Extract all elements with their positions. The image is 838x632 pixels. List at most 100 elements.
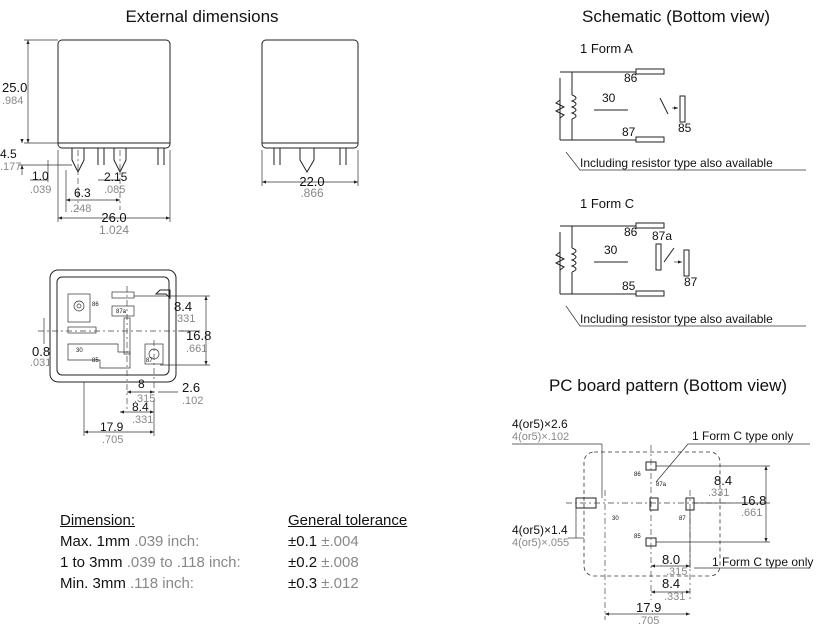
pcb-dim-4-in: .331 [664,591,685,603]
pcb-dim-2-in: .661 [741,507,762,519]
dim-height-in: .984 [2,95,23,107]
tolerance-header-dimension: Dimension: [60,512,136,529]
tolerance-row-inch: .039 to .118 inch: [126,554,241,571]
bottom-dim-6-in: .331 [132,414,153,426]
pcb-dim-3-mm: 8.0 [662,552,680,567]
relay-bottom-view: 86 87a 30 85 87 [38,269,190,410]
form-c-pin-86: 86 [624,225,638,239]
dim-length-mm: 26.0 [101,210,126,225]
form-a-pin-30: 30 [602,91,616,105]
pcb-note-c2: 1 Form C type only [712,555,813,569]
form-a-pin-85: 87 [622,125,636,139]
title-schematic: Schematic (Bottom view) [582,7,770,26]
dim-pitch-2-in: .085 [104,184,125,196]
form-c-pin-87: 87 [684,275,698,289]
pcb-dim-5-in: .705 [638,615,659,627]
relay-front-view [57,39,171,210]
bottom-dim-7-in: .705 [102,434,123,446]
bottom-dim-3-in: .031 [30,357,51,369]
tolerance-row-inch: .039 inch: [134,533,200,550]
bottom-dim-3-mm: 0.8 [32,344,50,359]
bottom-pin-30: 30 [76,348,83,354]
bottom-dim-6-mm: 8.4 [132,400,149,414]
bottom-dim-5-mm: 2.6 [182,380,200,395]
tolerance-row: 1 to 3mm .039 to .118 inch: ±0.2 ±.008 [60,552,407,573]
form-a-pin-87: 85 [678,121,692,135]
pcb-note-c1: 1 Form C type only [692,429,793,443]
title-pcb: PC board pattern (Bottom view) [549,376,787,395]
pcb-pin-30: 30 [612,516,619,522]
pcb-hole1-in: 4(or5)×.102 [512,431,569,443]
tolerance-row-mm: Min. 3mm [60,575,126,592]
bottom-dim-1-mm: 8.4 [174,299,192,314]
dim-pin-width: 1.0 .039 [30,160,51,196]
bottom-dim-5-in: .102 [182,395,203,407]
title-external: External dimensions [125,7,278,26]
dim-pitch-1-in: .248 [70,203,91,215]
pcb-hole2-mm: 4(or5)×1.4 [512,523,568,537]
pcb-dim-4-mm: 8.4 [662,576,680,591]
form-c-pin-87a: 87a [652,229,672,243]
schematic-form-c: 1 Form C 86 85 30 87a 87 Including resis… [554,196,806,327]
tolerance-row-tol-in: ±.004 [321,533,359,550]
tolerance-row-mm: Max. 1mm [60,533,131,550]
pcb-dim-1-in: .331 [708,487,729,499]
bottom-dim-4-in: .315 [134,393,155,405]
pcb-dim-2-mm: 16.8 [741,493,766,508]
dim-width-in: .866 [300,186,324,200]
pcb-pin-85: 85 [634,534,641,540]
form-c-pin-85: 85 [622,279,636,293]
bottom-dim-annotations: 8.4 .331 16.8 .661 0.8 .031 8 .315 2.6 .… [30,295,211,446]
bottom-dim-1-in: .331 [174,313,195,325]
dim-length: 26.0 1.024 [57,150,171,237]
dim-pitch-1: 6.3 .248 [65,170,120,215]
dim-pitch-2: 2.15 .085 [98,170,128,196]
pcb-pattern: 86 87a 30 87 85 [566,445,730,620]
form-a-pin-86: 86 [624,71,638,85]
form-c-note: Including resistor type also available [580,312,773,326]
dim-length-in: 1.024 [99,223,129,237]
bottom-pin-86: 86 [92,302,99,308]
form-c-label: 1 Form C [580,196,634,211]
bottom-dim-7-mm: 17.9 [100,420,124,434]
tolerance-row-tol: ±0.3 [288,575,318,592]
bottom-pin-85: 85 [92,358,99,364]
bottom-dim-4-mm: 8 [138,377,145,391]
pcb-dim-annotations: 4(or5)×2.6 4(or5)×.102 1 Form C type onl… [512,417,813,627]
tolerance-row: Max. 1mm .039 inch: ±0.1 ±.004 [60,531,407,552]
tolerance-row-mm: 1 to 3mm [60,554,123,571]
dim-pitch-1-mm: 6.3 [74,186,91,200]
dim-pin-width-mm: 1.0 [32,169,49,183]
tolerance-row-inch: .118 inch: [130,575,194,592]
dim-pin-length-in: .177 [0,161,21,173]
pcb-dim-1-mm: 8.4 [714,473,732,488]
pcb-hole1-mm: 4(or5)×2.6 [512,417,568,431]
tolerance-row-tol: ±0.1 [288,533,318,550]
form-c-pin-30: 30 [604,243,618,257]
tolerance-row-tol-in: ±.008 [321,554,359,571]
pcb-dim-3-in: .315 [666,566,687,578]
tolerance-table: Dimension: General tolerance Max. 1mm .03… [60,510,407,594]
dim-width-mm: 22.0 [299,174,324,189]
dim-height: 25.0 .984 [2,39,58,144]
tolerance-header-tolerance: General tolerance [288,512,408,529]
form-a-note: Including resistor type also available [580,156,773,170]
dim-width: 22.0 .866 [261,150,359,200]
tolerance-row-tol: ±0.2 [288,554,318,571]
dim-pin-width-in: .039 [30,184,51,196]
pcb-pin-86: 86 [634,472,641,478]
tolerance-row: Min. 3mm .118 inch: ±0.3 ±.012 [60,573,407,594]
tolerance-row-tol-in: ±.012 [321,575,359,592]
pcb-hole2-in: 4(or5)×.055 [512,537,569,549]
bottom-pin-87: 87 [146,358,153,364]
dim-height-mm: 25.0 [2,80,27,95]
pcb-pin-87a: 87a [656,482,667,488]
dim-pitch-2-mm: 2.15 [104,170,128,184]
pcb-dim-5-mm: 17.9 [636,600,661,615]
dim-pin-length: 4.5 .177 [0,138,72,175]
bottom-pin-87a: 87a [116,309,127,315]
relay-side-view [261,39,359,173]
pcb-pin-87: 87 [679,516,686,522]
